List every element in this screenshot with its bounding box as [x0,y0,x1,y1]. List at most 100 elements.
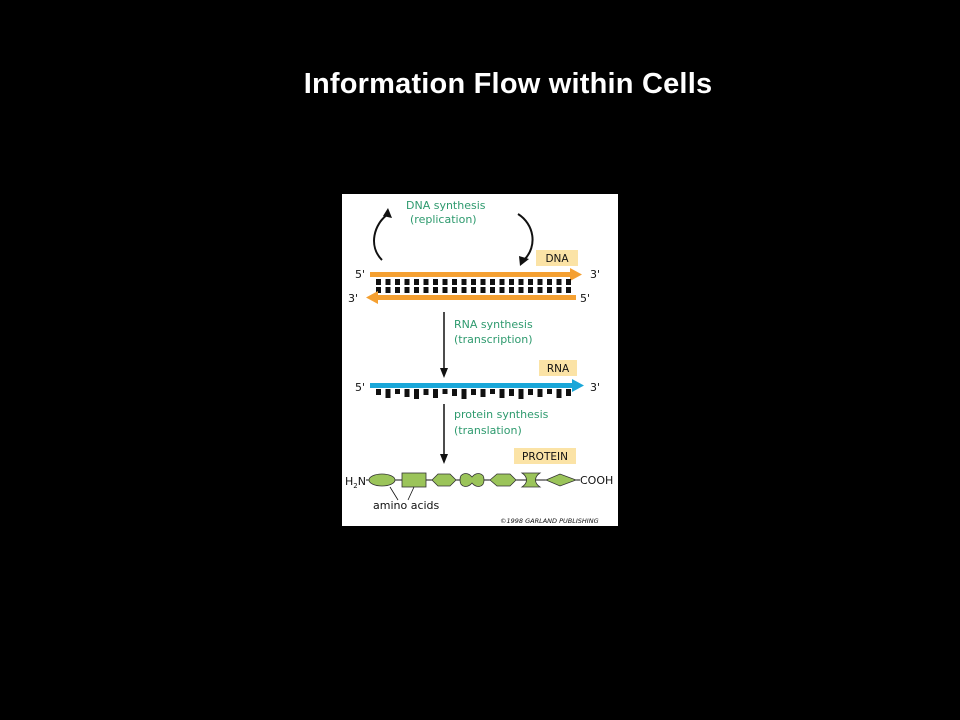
replication-arrows [373,208,534,266]
rna-left-end: 5' [355,381,365,394]
dna-base-top [433,279,438,285]
rna-base [509,389,514,396]
dna-base-top [566,279,571,285]
dna-base-bottom [556,287,562,293]
dna-base-top [452,279,457,285]
dna-base-top [376,279,381,285]
dna-synthesis-label: DNA synthesis [406,199,486,212]
dna-base-top [442,279,448,285]
transcription-arrow-head [440,368,448,378]
rna-arrowhead [572,379,584,392]
amino-acid-pointer-1 [389,486,399,501]
dna-base-top [471,279,476,285]
copyright: ©1998 GARLAND PUBLISHING [500,517,599,525]
dna-base-bottom [395,287,400,293]
dna-base-bottom [442,287,448,293]
rna-base [404,389,410,397]
rna-base [414,389,419,399]
dna-base-top [490,279,495,285]
dna-base-bottom [509,287,514,293]
rna-bases [376,389,571,399]
dna-base-top [404,279,410,285]
dna-base-bottom [480,287,486,293]
dna-top-strand [370,272,570,277]
amino-acid-2 [401,472,427,488]
dna-base-bottom [537,287,543,293]
rna-tag-box [539,360,577,376]
dna-bottom-strand [378,295,576,300]
protein-synthesis-label: protein synthesis [454,408,549,421]
dna-base-top [499,279,505,285]
replication-arrow-left [373,213,389,261]
slide-title: Information Flow within Cells [303,68,713,100]
replication-label: (replication) [410,213,477,226]
amino-acid-7 [544,473,578,487]
rna-base [461,389,467,399]
dna-base-bottom [385,287,391,293]
dna-base-top [385,279,391,285]
dna-base-top [414,279,419,285]
dna-base-bottom [471,287,476,293]
dna-base-top [509,279,514,285]
dna-tag-box [536,250,578,266]
c-terminus: COOH [580,474,613,487]
dna-base-bottom [490,287,495,293]
rna-base [528,389,533,395]
translation-arrow [440,404,448,464]
amino-acid-3 [431,473,457,487]
amino-acid-4 [459,473,485,487]
rna-base [471,389,476,395]
rna-base [556,389,562,398]
dna-base-bottom [376,287,381,293]
rna-base [499,389,505,398]
rna-base [385,389,391,398]
dna-bottom-strand-arrowhead [366,291,378,304]
rna-right-end: 3' [590,381,600,394]
dna-top-strand-arrowhead [570,268,582,281]
replication-arrow-right [517,213,534,261]
dna-base-top [556,279,562,285]
dna-base-bottom [433,287,438,293]
rna-base [518,389,524,399]
protein-chain: H2N COOH [345,472,613,490]
dna-base-bottom [404,287,410,293]
central-dogma-diagram: DNA synthesis (replication) DNA 5' 3' 3'… [345,199,613,525]
rna-base [376,389,381,395]
amino-acid-5 [489,473,517,487]
protein-tag-box [514,448,576,464]
dna-base-top [480,279,486,285]
translation-arrow-head [440,454,448,464]
rna-base [452,389,457,396]
transcription-label: (transcription) [454,333,533,346]
dna-bottom-right-end: 5' [580,292,590,305]
dna-top-right-end: 3' [590,268,600,281]
dna-base-top [423,279,429,285]
rna-base [433,389,438,398]
dna-base-bottom [414,287,419,293]
dna-double-strand: 5' 3' 3' 5' [348,268,600,305]
dna-base-pairs [376,279,571,293]
rna-tag: RNA [547,363,570,375]
dna-base-top [528,279,533,285]
rna-base [490,389,495,394]
rna-base [395,389,400,394]
dna-base-top [518,279,524,285]
rna-base [480,389,486,397]
dna-top-left-end: 5' [355,268,365,281]
amino-acids-label: amino acids [373,499,440,512]
dna-base-bottom [461,287,467,293]
replication-arrow-left-head [383,208,392,218]
amino-acid-1 [368,473,396,487]
rna-base [537,389,543,397]
dna-base-top [547,279,552,285]
dna-base-bottom [566,287,571,293]
central-dogma-figure: DNA synthesis (replication) DNA 5' 3' 3'… [342,194,618,526]
dna-base-bottom [423,287,429,293]
rna-base [547,389,552,394]
amino-acid-pointer-2 [407,486,415,501]
dna-base-bottom [528,287,533,293]
dna-base-bottom [499,287,505,293]
rna-synthesis-label: RNA synthesis [454,318,533,331]
dna-base-bottom [452,287,457,293]
